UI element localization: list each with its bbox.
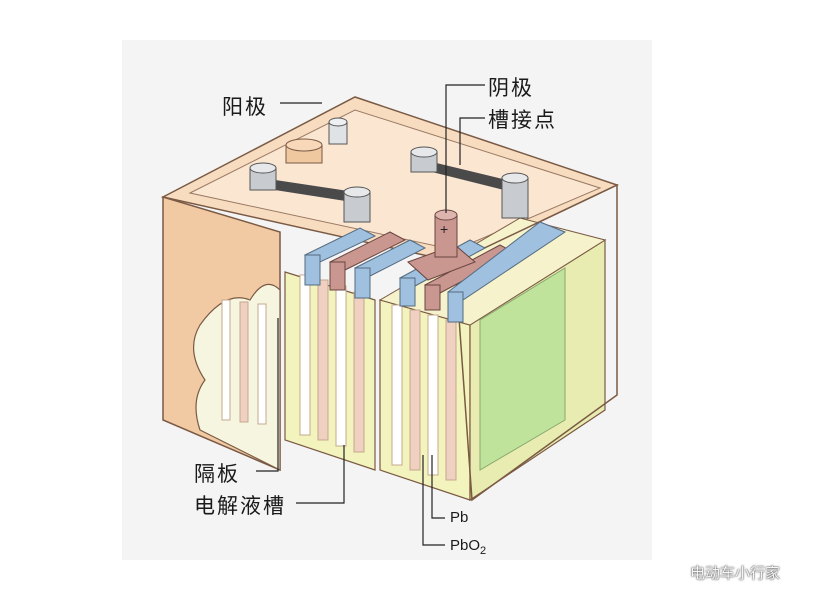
pbo2-main: PbO	[450, 537, 481, 554]
terminals	[249, 146, 529, 223]
pbo2-subscript: 2	[480, 545, 487, 557]
pb-label: Pb	[450, 509, 469, 526]
electrolyte-cell-label: 电解液槽	[194, 494, 286, 518]
green-plate	[479, 267, 566, 471]
watermark: 电动车小行家	[690, 564, 781, 582]
cathode-label: 阴极	[488, 76, 534, 100]
vent-caps	[285, 117, 348, 164]
cutaway-plates	[221, 299, 267, 425]
left-plate-straps	[303, 227, 427, 299]
pbo2-label: PbO2	[450, 537, 486, 557]
case-right-side	[454, 183, 618, 502]
positive-post	[407, 209, 476, 281]
leader-lines	[256, 84, 485, 546]
plus-sign: +	[440, 221, 449, 237]
separator-label: 隔板	[194, 462, 240, 486]
cell-contact-label: 槽接点	[488, 108, 557, 132]
anode-label: 阳极	[222, 95, 268, 119]
cell-connectors	[262, 160, 515, 202]
